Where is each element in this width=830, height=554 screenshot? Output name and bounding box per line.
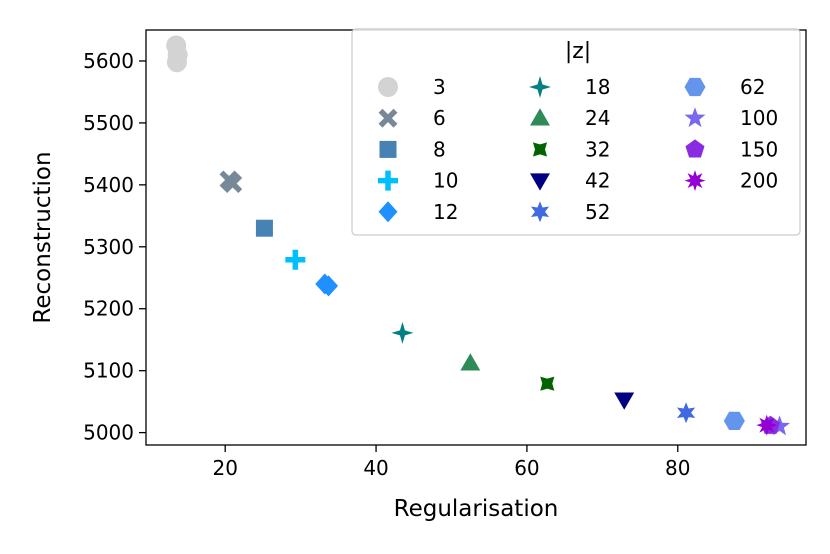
legend-entry-3: 3 [378, 75, 446, 99]
y-tick-label: 5500 [83, 111, 134, 135]
y-tick-label: 5400 [83, 173, 134, 197]
data-point-6 [223, 174, 243, 194]
y-tick-label: 5300 [83, 235, 134, 259]
legend-marker-200 [684, 170, 706, 192]
legend-label: 62 [740, 75, 765, 99]
data-point-100 [769, 415, 791, 436]
y-tick-label: 5000 [83, 421, 134, 445]
data-points [166, 35, 791, 436]
legend-title: |z| [565, 39, 591, 64]
legend-label: 6 [433, 106, 446, 130]
legend-entries: 3 6 8 10 12 18 24 32 42 52 62 100 150 200 [378, 75, 778, 224]
legend-marker-62 [684, 77, 706, 97]
legend-entry-6: 6 [378, 106, 446, 130]
legend-entry-150: 150 [685, 137, 778, 161]
legend-label: 32 [585, 137, 610, 161]
legend-marker-8 [379, 140, 397, 158]
legend-entry-18: 18 [529, 75, 610, 99]
legend-marker-52 [530, 201, 550, 223]
legend-label: 150 [740, 137, 778, 161]
legend-marker-42 [530, 173, 550, 191]
x-tick-label: 80 [665, 456, 690, 480]
y-axis-label: Reconstruction [30, 151, 56, 323]
legend-label: 42 [585, 169, 610, 193]
data-point-18 [391, 321, 414, 344]
legend-entry-8: 8 [379, 137, 446, 161]
legend-marker-100 [684, 107, 706, 128]
legend-marker-10 [378, 170, 398, 191]
legend-marker-3 [378, 77, 398, 97]
y-tick-label: 5600 [83, 49, 134, 73]
data-point-42 [614, 392, 635, 410]
data-point-10 [285, 249, 306, 270]
data-point-12 [319, 275, 339, 297]
y-tick-label: 5100 [83, 359, 134, 383]
axis-ticks: 20 40 60 80 5000 5100 5200 5300 5400 5500 5600 [83, 49, 690, 480]
legend-label: 12 [433, 200, 458, 224]
legend: |z| 3 6 8 10 12 18 24 32 42 52 62 100 150 200 [351, 28, 801, 236]
legend-label: 18 [585, 75, 610, 99]
legend-entry-200: 200 [684, 169, 778, 193]
legend-label: 100 [740, 106, 778, 130]
legend-marker-6 [378, 108, 398, 128]
legend-marker-24 [530, 108, 550, 126]
legend-marker-12 [378, 201, 398, 223]
data-point-200 [756, 414, 778, 436]
legend-marker-150 [685, 139, 705, 158]
legend-entry-12: 12 [378, 200, 458, 224]
x-tick-label: 40 [363, 456, 388, 480]
legend-label: 10 [433, 169, 458, 193]
legend-label: 24 [585, 106, 610, 130]
legend-label: 3 [433, 75, 446, 99]
data-point-32 [540, 376, 555, 391]
legend-box [351, 28, 801, 236]
legend-entry-62: 62 [684, 75, 765, 99]
x-axis-label: Regularisation [394, 496, 559, 522]
data-point-8 [255, 219, 273, 237]
x-tick-label: 20 [212, 456, 237, 480]
legend-entry-42: 42 [530, 169, 610, 193]
data-point-62 [723, 411, 745, 430]
legend-entry-52: 52 [530, 200, 610, 224]
legend-entry-100: 100 [684, 106, 778, 130]
y-tick-label: 5200 [83, 297, 134, 321]
legend-label: 52 [585, 200, 610, 224]
legend-marker-18 [529, 76, 551, 98]
data-point-3 [166, 52, 187, 73]
legend-entry-32: 32 [532, 137, 610, 161]
data-point-24 [460, 353, 481, 371]
x-tick-label: 60 [514, 456, 539, 480]
legend-marker-32 [532, 142, 548, 157]
legend-entry-24: 24 [530, 106, 610, 130]
legend-label: 200 [740, 169, 778, 193]
data-point-52 [676, 402, 696, 424]
legend-entry-10: 10 [378, 169, 458, 193]
legend-label: 8 [433, 137, 446, 161]
